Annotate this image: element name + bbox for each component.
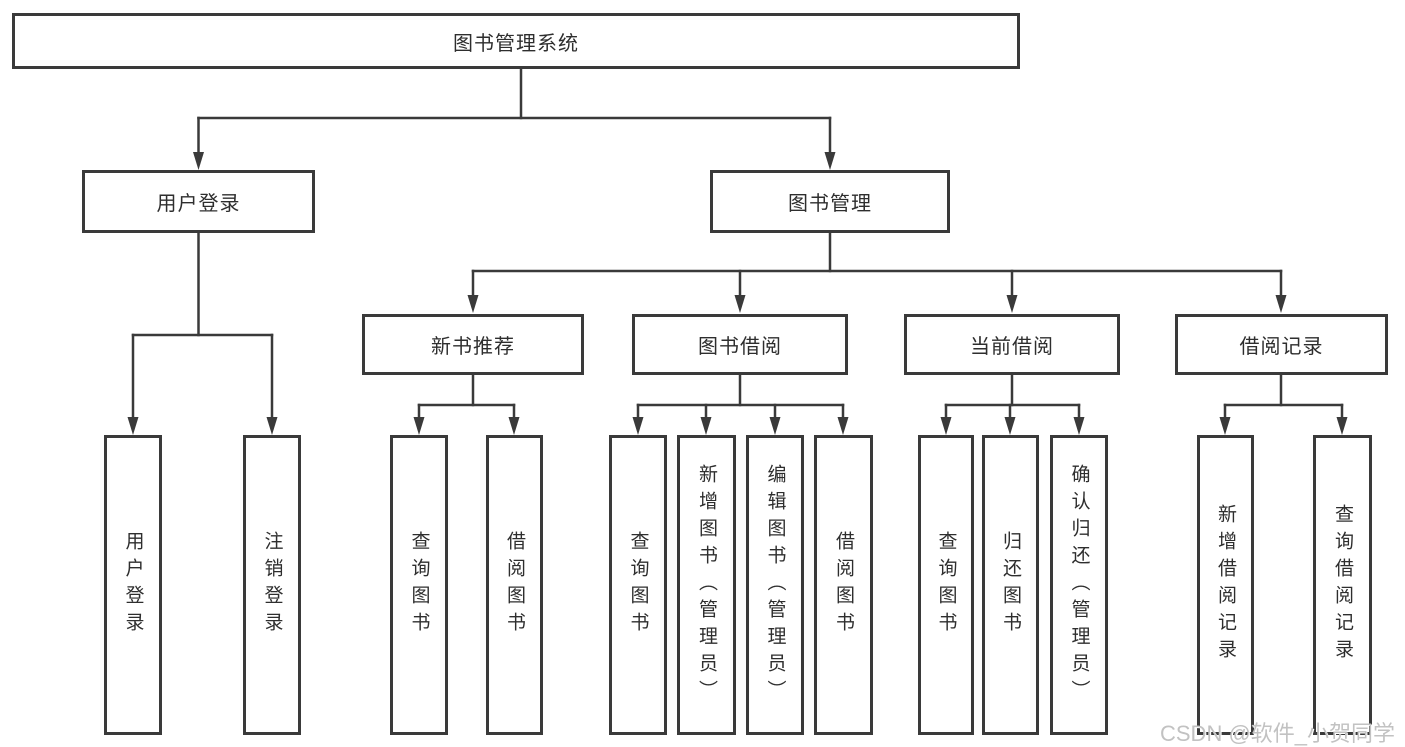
leaf-label: 归还图书 — [1000, 531, 1021, 639]
node-current-borrow: 当前借阅 — [904, 314, 1120, 375]
leaf-add-borrow-record: 新增借阅记录 — [1197, 435, 1254, 735]
leaf-label: 查询图书 — [935, 531, 957, 639]
leaf-logout: 注销登录 — [243, 435, 301, 735]
leaf-label: 查询图书 — [627, 531, 649, 639]
leaf-confirm-return-admin: 确认归还（管理员） — [1050, 435, 1108, 735]
node-root: 图书管理系统 — [12, 13, 1020, 69]
leaf-edit-books-admin: 编辑图书（管理员） — [746, 435, 804, 735]
leaf-label: 用户登录 — [122, 531, 144, 639]
leaf-label: 确认归还（管理员） — [1068, 463, 1090, 707]
leaf-borrow-books: 借阅图书 — [814, 435, 873, 735]
leaf-query-books-borrow: 查询图书 — [609, 435, 667, 735]
leaf-label: 查询图书 — [408, 531, 430, 639]
leaf-query-borrow-record: 查询借阅记录 — [1313, 435, 1372, 735]
leaf-label: 借阅图书 — [504, 531, 525, 639]
leaf-query-books-recommend: 查询图书 — [390, 435, 448, 735]
node-book-management: 图书管理 — [710, 170, 950, 233]
node-user-login: 用户登录 — [82, 170, 315, 233]
node-book-borrow: 图书借阅 — [632, 314, 848, 375]
leaf-label: 新增借阅记录 — [1215, 504, 1236, 666]
leaf-query-books-current: 查询图书 — [918, 435, 974, 735]
csdn-watermark: CSDN @软件_小贺同学 — [1160, 721, 1396, 746]
leaf-borrow-books-recommend: 借阅图书 — [486, 435, 543, 735]
leaf-add-books-admin: 新增图书（管理员） — [677, 435, 736, 735]
leaf-label: 查询借阅记录 — [1332, 504, 1353, 666]
leaf-label: 编辑图书（管理员） — [764, 463, 786, 707]
leaf-return-books: 归还图书 — [982, 435, 1039, 735]
leaf-label: 新增图书（管理员） — [696, 463, 717, 707]
node-borrow-records: 借阅记录 — [1175, 314, 1388, 375]
leaf-user-login: 用户登录 — [104, 435, 162, 735]
leaf-label: 借阅图书 — [833, 531, 854, 639]
leaf-label: 注销登录 — [261, 531, 283, 639]
node-new-book-recommend: 新书推荐 — [362, 314, 584, 375]
